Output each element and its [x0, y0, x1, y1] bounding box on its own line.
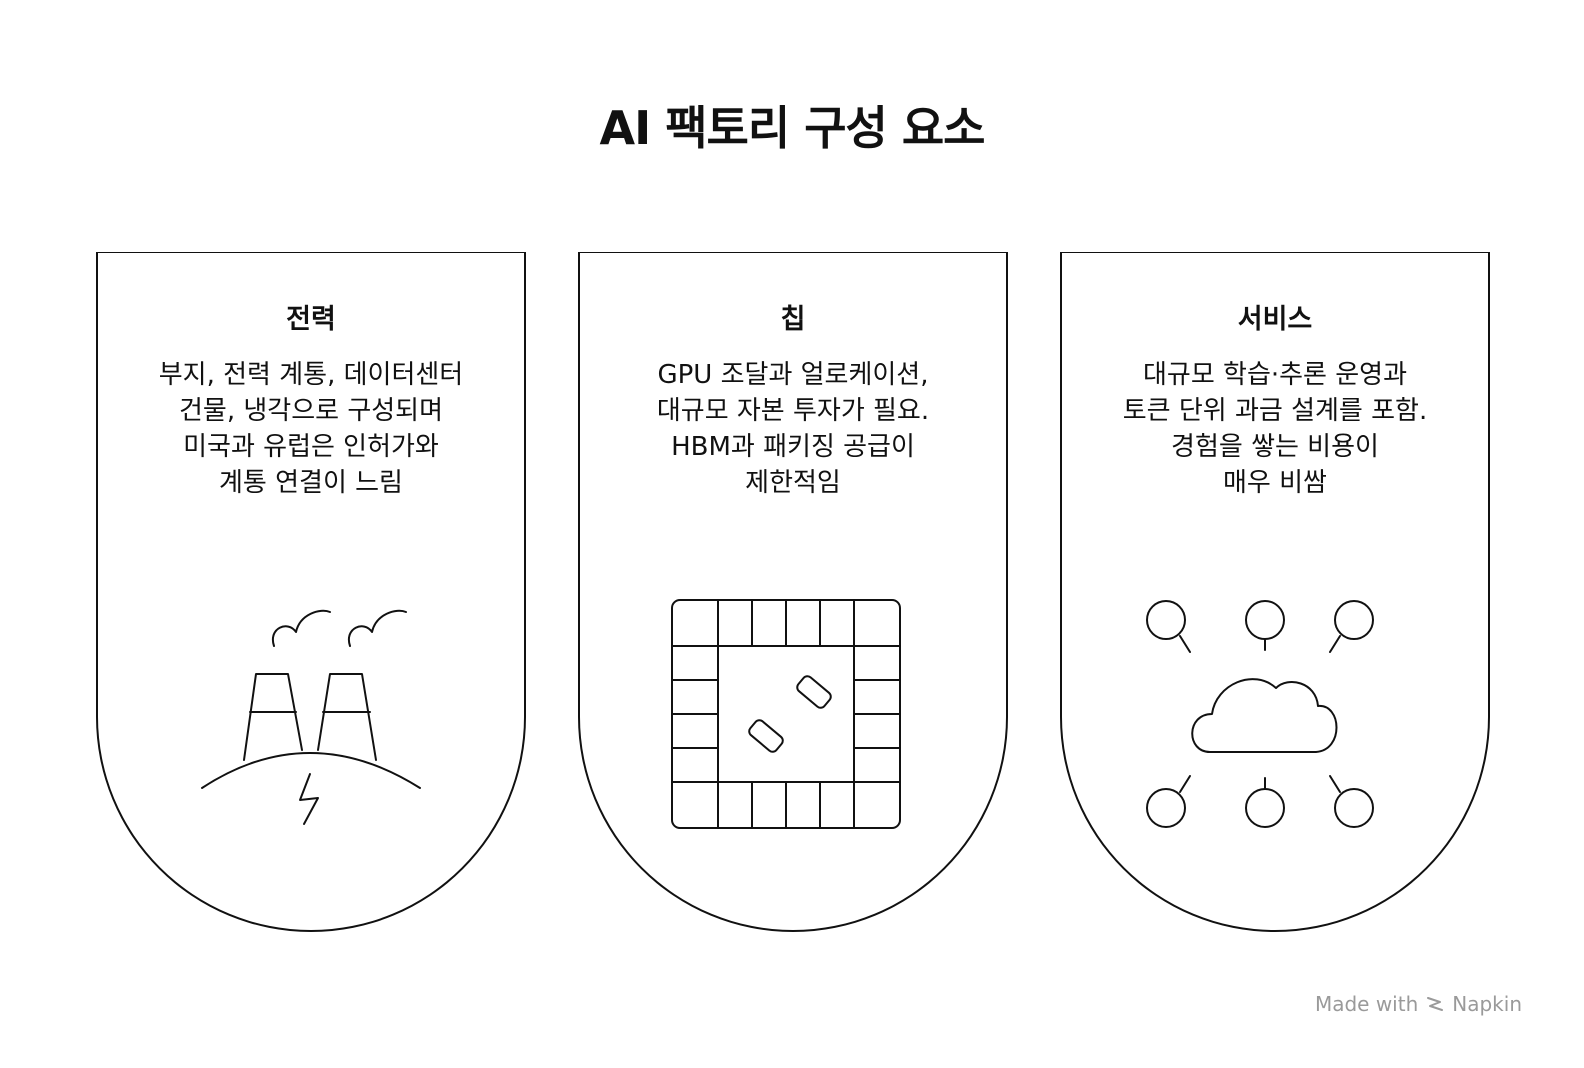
- description-line: 토큰 단위 과금 설계를 포함.: [1122, 396, 1428, 426]
- description-line: GPU 조달과 얼로케이션,: [657, 360, 929, 390]
- card-description: 대규모 학습·추론 운영과 토큰 단위 과금 설계를 포함. 경험을 쌓는 비용…: [1082, 357, 1468, 501]
- card-title: 전력: [286, 304, 336, 335]
- card-chip: 칩 GPU 조달과 얼로케이션, 대규모 자본 투자가 필요. HBM과 패키징…: [578, 252, 1008, 932]
- card-title: 칩: [780, 304, 806, 335]
- description-line: 계통 연결이 느림: [219, 468, 403, 498]
- card-description: GPU 조달과 얼로케이션, 대규모 자본 투자가 필요. HBM과 패키징 공…: [600, 357, 986, 501]
- napkin-logo-icon: [1427, 997, 1444, 1011]
- description-line: 미국과 유럽은 인허가와: [183, 432, 439, 462]
- description-line: 경험을 쌓는 비용이: [1171, 432, 1379, 462]
- description-line: 부지, 전력 계통, 데이터센터: [158, 360, 464, 390]
- description-line: 건물, 냉각으로 구성되며: [179, 396, 443, 426]
- description-line: 제한적임: [745, 468, 841, 498]
- card-title: 서비스: [1237, 304, 1313, 335]
- card-description: 부지, 전력 계통, 데이터센터 건물, 냉각으로 구성되며 미국과 유럽은 인…: [118, 357, 504, 501]
- chip-icon: [671, 599, 901, 829]
- watermark-made-with: Made with: [1314, 992, 1419, 1016]
- card-service: 서비스 대규모 학습·추론 운영과 토큰 단위 과금 설계를 포함. 경험을 쌓…: [1060, 252, 1490, 932]
- description-line: 매우 비쌈: [1223, 468, 1327, 498]
- watermark-brand: Napkin: [1452, 992, 1522, 1016]
- watermark: Made with Napkin: [1315, 992, 1522, 1016]
- card-power: 전력 부지, 전력 계통, 데이터센터 건물, 냉각으로 구성되며 미국과 유럽…: [96, 252, 526, 932]
- page-title: AI 팩토리 구성 요소: [599, 101, 986, 155]
- power-plant-icon: [201, 609, 421, 825]
- cloud-network-icon: [1146, 600, 1374, 828]
- description-line: HBM과 패키징 공급이: [671, 432, 915, 462]
- description-line: 대규모 자본 투자가 필요.: [656, 396, 930, 426]
- description-line: 대규모 학습·추론 운영과: [1143, 360, 1407, 390]
